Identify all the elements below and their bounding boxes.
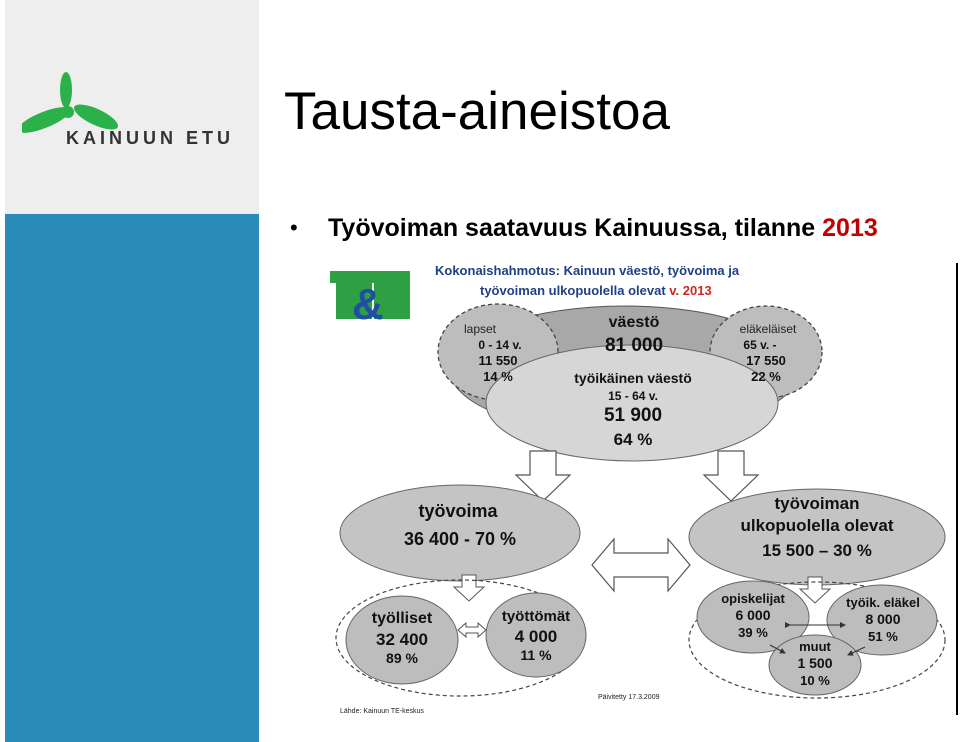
bullet-dot: • (290, 215, 298, 240)
students-pct: 39 % (738, 625, 768, 640)
employed-value: 32 400 (376, 630, 428, 649)
others-value: 1 500 (797, 655, 832, 671)
arrow-down-employed (452, 574, 486, 602)
workforce-value: 36 400 - 70 % (404, 529, 516, 549)
students-label: opiskelijat (721, 591, 785, 606)
early-retired-value: 8 000 (865, 611, 900, 627)
early-retired-ellipse (826, 584, 938, 656)
te-logo-e (374, 271, 410, 319)
arrow-down-workforce (514, 450, 572, 502)
pensioners-age: 65 v. - (743, 338, 776, 352)
arrow-down-outside (702, 450, 760, 502)
slide-subtitle: Työvoiman saatavuus Kainuussa, tilanne 2… (328, 213, 878, 243)
diagram-heading-line1: Kokonaishahmotus: Kainuun väestö, työvoi… (435, 263, 740, 278)
students-value: 6 000 (735, 607, 770, 623)
population-value: 81 000 (605, 335, 663, 356)
early-retired-pct: 51 % (868, 629, 898, 644)
working-age-pct: 64 % (614, 430, 653, 449)
working-age-label: työikäinen väestö (574, 370, 692, 386)
pensioners-value: 17 550 (746, 353, 786, 368)
early-retired-label: työik. eläkel (846, 595, 920, 610)
subtitle-text: Työvoiman saatavuus Kainuussa, tilanne (328, 214, 816, 242)
link-early-others (847, 646, 866, 656)
te-logo-ampersand: & (352, 280, 384, 329)
logo-panel (5, 0, 259, 214)
working-age-ellipse (485, 344, 779, 462)
employed-label: työlliset (372, 610, 433, 627)
unemployed-value: 4 000 (515, 627, 558, 646)
working-age-age: 15 - 64 v. (608, 389, 658, 403)
sidebar-blue-bar (5, 214, 259, 742)
slide-title: Tausta-aineistoa (284, 82, 670, 141)
double-arrow-big (591, 537, 691, 593)
unemployed-label: työttömät (502, 608, 570, 625)
children-age: 0 - 14 v. (478, 338, 521, 352)
pensioners-label: eläkeläiset (740, 322, 797, 336)
unemployed-ellipse (485, 592, 587, 678)
children-pct: 14 % (483, 369, 513, 384)
others-ellipse (768, 634, 862, 696)
diagram-heading-year: v. 2013 (669, 283, 711, 298)
diagram-heading-line2: työvoiman ulkopuolella olevat v. 2013 (480, 283, 712, 298)
employed-ellipse (345, 595, 459, 685)
others-label: muut (799, 639, 831, 654)
outside-value: 15 500 – 30 % (762, 541, 872, 560)
population-label: väestö (609, 314, 660, 331)
population-diagram: & Kokonaishahmotus: Kainuun väestö, työv… (330, 263, 958, 715)
te-logo: & (330, 271, 410, 329)
diagram-heading-line2-text: työvoiman ulkopuolella olevat (480, 283, 666, 298)
unemployed-pct: 11 % (520, 647, 552, 663)
pensioners-pct: 22 % (751, 369, 781, 384)
diagram-source: Lähde: Kainuun TE-keskus (340, 708, 424, 715)
arrow-down-students (798, 576, 832, 604)
children-label: lapset (464, 322, 497, 336)
logo-wordmark: KAINUUN ETU (66, 128, 234, 148)
children-value: 11 550 (478, 353, 517, 368)
outside-label-1: työvoiman (774, 494, 859, 513)
kainuun-etu-logo: KAINUUN ETU (22, 72, 234, 148)
double-arrow-small (457, 621, 487, 639)
workforce-ellipse (339, 484, 581, 582)
others-pct: 10 % (800, 673, 830, 688)
link-students-others (769, 644, 786, 654)
subtitle-year: 2013 (822, 214, 878, 242)
outside-label-2: ulkopuolella olevat (740, 516, 893, 535)
students-ellipse (696, 580, 810, 654)
working-age-value: 51 900 (604, 405, 662, 426)
diagram-updated: Päivitetty 17.3.2009 (598, 694, 660, 701)
outside-split-ellipse (688, 581, 946, 699)
employed-pct: 89 % (386, 650, 418, 666)
workforce-label: työvoima (418, 501, 498, 521)
propeller-icon (22, 72, 119, 133)
